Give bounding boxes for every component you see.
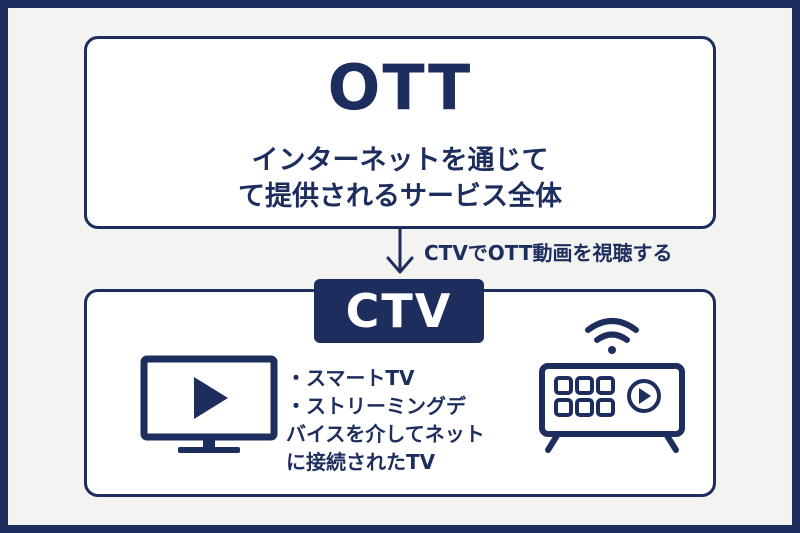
remote-control-icon [539, 318, 685, 453]
ott-title: OTT [327, 51, 473, 124]
ott-box: OTT インターネットを通じて て提供されるサービス全体 [84, 36, 716, 229]
tv-play-icon [140, 355, 278, 453]
ott-description-line-1: インターネットを通じて [251, 145, 549, 176]
ctv-bullet-line-1: ・スマートTV [286, 366, 415, 390]
connector-label: CTVでOTT動画を視聴する [424, 241, 673, 265]
ott-description-line-2: て提供されるサービス全体 [238, 181, 562, 212]
ott-description: インターネットを通じて て提供されるサービス全体 [87, 143, 713, 215]
ctv-bullet-line-3: バイスを介してネット [286, 422, 485, 446]
ctv-bullets: ・スマートTV ・ストリーミングデ バイスを介してネット に接続されたTV [286, 364, 536, 476]
wifi-icon [585, 318, 639, 354]
ctv-badge: CTV [314, 279, 484, 343]
ctv-bullet-line-4: に接続されたTV [286, 450, 436, 474]
ctv-bullet-line-2: ・ストリーミングデ [286, 394, 466, 418]
